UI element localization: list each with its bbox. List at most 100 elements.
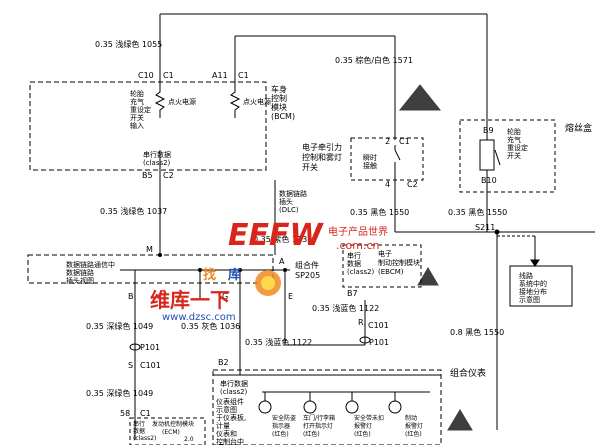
svg-text:2.0: 2.0 (184, 436, 194, 443)
svg-text:(ECM): (ECM) (162, 429, 180, 436)
conn-m: M (146, 245, 153, 254)
bcm-box (29, 81, 267, 171)
svg-text:车门/行李箱: 车门/行李箱 (303, 414, 335, 422)
svg-text:维库一下: 维库一下 (150, 288, 230, 312)
svg-text:找: 找 (203, 267, 216, 283)
svg-text:线路: 线路 (519, 271, 533, 280)
svg-text:充气: 充气 (507, 135, 521, 144)
conn-s: S (128, 361, 133, 370)
cluster-box (212, 369, 442, 445)
label-w1055: 0.35 浅绿色 1055 (95, 39, 162, 49)
svg-text:组合件: 组合件 (295, 260, 319, 270)
conn-b: B (128, 292, 134, 301)
ecm-box (129, 417, 206, 445)
svg-text:(class2): (class2) (133, 435, 156, 442)
svg-text:计量: 计量 (216, 421, 230, 430)
svg-text:发动机控制模块: 发动机控制模块 (152, 420, 194, 428)
svg-text:数据: 数据 (133, 427, 145, 435)
svg-text:示意图: 示意图 (216, 405, 237, 414)
conn-c1a: C1 (163, 71, 174, 80)
svg-text:数据链路: 数据链路 (279, 189, 307, 198)
svg-text:制动: 制动 (405, 414, 417, 422)
svg-text:接触: 接触 (363, 161, 377, 170)
watermark: EEFW 电子产品世界 .com.cn 找 库 维库一下 www.dzsc.co… (150, 218, 388, 323)
svg-text:重设定: 重设定 (507, 143, 528, 152)
svg-text:重设定: 重设定 (130, 105, 151, 114)
svg-text:数据链路通信中: 数据链路通信中 (66, 260, 115, 269)
ground-ref-box (509, 265, 573, 307)
svg-text:点火电源: 点火电源 (168, 97, 196, 106)
conn-c1d: C1 (140, 409, 151, 418)
svg-text:输入: 输入 (130, 121, 144, 130)
label-w1550b: 0.35 黑色 1550 (448, 207, 507, 217)
conn-2: 2 (385, 137, 390, 146)
svg-text:(红色): (红色) (272, 430, 289, 438)
svg-text:EEFW: EEFW (228, 218, 324, 253)
conn-b5: B5 (142, 171, 153, 180)
conn-b2: B2 (218, 358, 229, 367)
conn-e: E (288, 292, 293, 301)
conn-c101a: C101 (368, 321, 389, 330)
label-w1049a: 0.35 深绿色 1049 (86, 321, 153, 331)
svg-text:(BCM): (BCM) (271, 112, 295, 121)
svg-text:控制: 控制 (271, 93, 287, 103)
conn-b7: B7 (347, 289, 358, 298)
svg-text:(EBCM): (EBCM) (378, 268, 404, 276)
svg-text:点火电源: 点火电源 (243, 97, 271, 106)
svg-text:打开指示灯: 打开指示灯 (303, 422, 333, 430)
svg-text:系统中的: 系统中的 (519, 279, 547, 288)
label-w1036: 0.35 灰色 1036 (181, 321, 240, 331)
conn-c2b: C2 (407, 180, 418, 189)
svg-text:(DLC): (DLC) (279, 206, 299, 214)
svg-text:插头: 插头 (279, 197, 293, 206)
svg-text:开关: 开关 (302, 162, 318, 172)
conn-r: R (358, 318, 364, 327)
label-w1132: 0.35 紫色 1132 (253, 234, 312, 244)
svg-text:指示器: 指示器 (272, 422, 290, 430)
svg-text:串行: 串行 (347, 251, 361, 260)
svg-text:报警灯: 报警灯 (354, 422, 372, 430)
label-w1122a: 0.35 浅蓝色 1122 (312, 303, 379, 313)
conn-c2a: C2 (163, 171, 174, 180)
svg-text:仪表和: 仪表和 (216, 429, 237, 438)
svg-text:制动控制模块: 制动控制模块 (378, 258, 420, 267)
label-w1550a: 0.35 黑色 1550 (350, 207, 409, 217)
svg-text:串行: 串行 (133, 420, 145, 428)
svg-text:电子牵引力: 电子牵引力 (302, 142, 342, 152)
svg-text:电子产品世界: 电子产品世界 (328, 225, 388, 238)
conn-s211: S211 (475, 223, 495, 232)
svg-text:轮胎: 轮胎 (507, 127, 521, 136)
svg-text:车身: 车身 (271, 84, 287, 94)
svg-text:熔丝盒: 熔丝盒 (565, 122, 592, 134)
svg-text:(class2): (class2) (347, 268, 375, 276)
conn-a: A (279, 257, 285, 266)
label-w1122b: 0.35 浅蓝色 1122 (245, 337, 312, 347)
svg-text:开关: 开关 (507, 151, 521, 160)
svg-text:安全防盗: 安全防盗 (272, 414, 296, 422)
svg-text:插头视图: 插头视图 (66, 276, 94, 285)
svg-text:接地分布: 接地分布 (519, 287, 547, 296)
svg-text:串行数据: 串行数据 (220, 379, 248, 388)
conn-c1b: C1 (238, 71, 249, 80)
svg-text:www.dzsc.com: www.dzsc.com (162, 312, 236, 323)
conn-a11: A11 (212, 71, 228, 80)
conn-c10: C10 (138, 71, 154, 80)
svg-text:(红色): (红色) (303, 430, 320, 438)
svg-text:(class2): (class2) (220, 388, 248, 396)
svg-text:示意图: 示意图 (519, 295, 540, 304)
svg-text:开关: 开关 (130, 113, 144, 122)
svg-text:串行数据: 串行数据 (143, 150, 171, 159)
conn-c101b: C101 (140, 361, 161, 370)
conn-b10: B10 (481, 176, 497, 185)
svg-text:安全带未扣: 安全带未扣 (354, 414, 384, 422)
svg-text:电子: 电子 (378, 249, 392, 258)
label-w1550c: 0.8 黑色 1550 (450, 327, 504, 337)
conn-p101b: P101 (140, 343, 160, 352)
svg-text:控制台中: 控制台中 (216, 437, 244, 445)
svg-text:(红色): (红色) (354, 430, 371, 438)
svg-text:库: 库 (228, 267, 241, 283)
svg-text:于仪表板,: 于仪表板, (216, 413, 246, 422)
dlc-view-box (27, 254, 274, 284)
label-w1571: 0.35 棕色/白色 1571 (335, 55, 413, 65)
